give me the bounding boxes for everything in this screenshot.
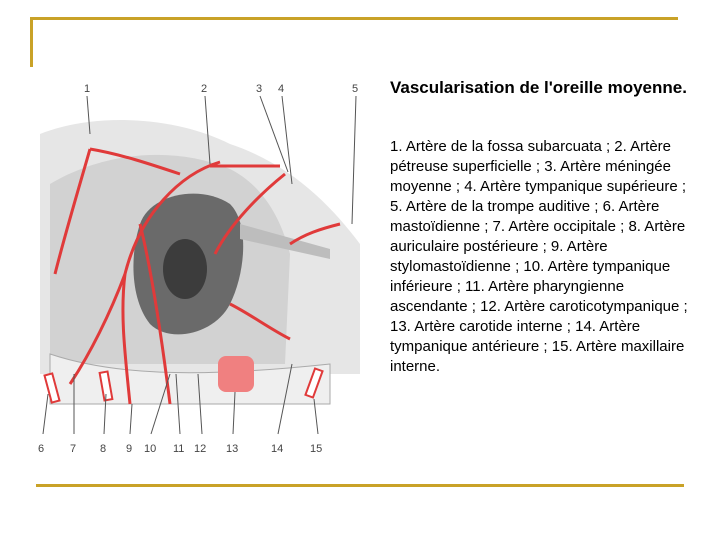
leader-lines (42, 95, 357, 435)
label-3: 3 (256, 83, 262, 95)
label-14: 14 (271, 443, 283, 455)
label-15: 15 (310, 443, 322, 455)
label-13: 13 (226, 443, 238, 455)
frame-top-rule (30, 17, 678, 20)
carotid-section (218, 356, 254, 392)
label-6: 6 (38, 443, 44, 455)
label-11: 11 (173, 443, 184, 455)
auditory-tube (240, 224, 330, 259)
label-5: 5 (352, 83, 358, 95)
frame-bottom-rule (36, 484, 684, 487)
label-4: 4 (278, 83, 284, 95)
label-10: 10 (144, 443, 156, 455)
label-2: 2 (201, 83, 207, 95)
slide-title: Vascularisation de l'oreille moyenne. (390, 78, 687, 97)
vessel-stump (98, 370, 114, 402)
artery-paths (53, 147, 341, 405)
ear-vascular-drawing: 1 2 3 4 5 6 7 8 9 10 11 12 13 14 15 (30, 74, 372, 464)
anatomy-illustration: 1 2 3 4 5 6 7 8 9 10 11 12 13 14 15 (30, 74, 372, 464)
lower-tissue (49, 353, 331, 405)
ossicle (163, 239, 207, 299)
slide-caption: 1. Artère de la fossa subarcuata ; 2. Ar… (390, 138, 688, 375)
label-12: 12 (194, 443, 206, 455)
vessel-stump (43, 372, 61, 404)
label-8: 8 (100, 443, 106, 455)
label-9: 9 (126, 443, 132, 455)
vessel-stump (304, 367, 324, 399)
label-1: 1 (84, 83, 90, 95)
frame-left-rule (30, 17, 33, 67)
label-7: 7 (70, 443, 76, 455)
